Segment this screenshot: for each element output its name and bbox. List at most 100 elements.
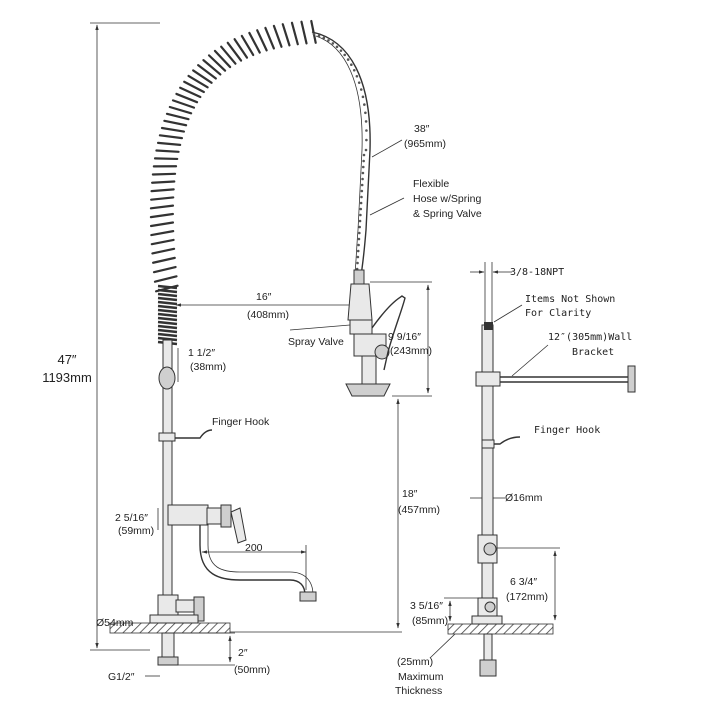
- hose-texture-dot: [356, 75, 359, 78]
- hose-texture-dot: [362, 96, 365, 99]
- hose-texture-dot: [353, 69, 356, 72]
- hose-desc-line1: Flexible: [413, 178, 449, 190]
- lower-spring-turn: [158, 298, 177, 300]
- lower-spring-turn: [158, 306, 177, 308]
- shank-dimension: [175, 633, 235, 665]
- spring-coil-turn: [167, 114, 189, 119]
- deck-mount-base: [150, 595, 204, 623]
- inlet-height-in: 6 3/4″: [510, 576, 537, 588]
- bracket-label-line2: Bracket: [572, 347, 614, 358]
- faucet-height-in: 2 5/16″: [115, 512, 148, 524]
- reach-in-label: 16″: [256, 291, 272, 303]
- finger-hook-label: Finger Hook: [212, 416, 270, 428]
- hose-texture-dot: [318, 34, 321, 37]
- reach-mm-label: (408mm): [247, 309, 289, 321]
- hose-texture-dot: [350, 63, 353, 66]
- base-height-in: 3 5/16″: [410, 600, 443, 612]
- spring-coil-turn: [164, 121, 186, 125]
- not-shown-line2: For Clarity: [525, 308, 591, 319]
- hose-texture-dot: [359, 214, 362, 217]
- mounting-shank: [162, 633, 174, 657]
- spring-coil-turn: [151, 197, 173, 199]
- offset-in-label: 1 1/2″: [188, 347, 215, 359]
- hose-texture-dot: [358, 232, 361, 235]
- hose-texture-dot: [358, 226, 361, 229]
- faucet-height-mm: (59mm): [118, 525, 154, 537]
- spring-coil-turn: [153, 174, 175, 175]
- spring-coil-turn: [160, 135, 182, 138]
- hose-texture-dot: [365, 129, 368, 132]
- hose-texture-dot: [363, 103, 366, 106]
- spring-coil-turn: [151, 206, 173, 209]
- faucet-body: [168, 505, 246, 543]
- hose-desc-line2: Hose w/Spring: [413, 193, 481, 205]
- hose-texture-dot: [362, 166, 365, 169]
- lower-spring-turn: [158, 314, 177, 316]
- spring-coil-turn: [151, 222, 173, 226]
- hose-texture-dot: [357, 256, 360, 259]
- deck-label-line1: Maximum: [398, 671, 444, 683]
- hose-texture-dot: [360, 196, 363, 199]
- shank-nut: [158, 657, 178, 665]
- hose-texture-dot: [336, 45, 339, 48]
- offset-mm-label: (38mm): [190, 361, 226, 373]
- overall-height-dimension: [90, 23, 160, 650]
- lower-spring-turn: [158, 322, 177, 324]
- lower-spring-turn: [158, 294, 177, 296]
- spring-coil-turn: [170, 107, 191, 113]
- hose-texture-dot: [332, 42, 335, 45]
- spout: [200, 525, 305, 595]
- spring-coil-turn: [301, 22, 306, 44]
- hose-texture-dot: [358, 238, 361, 241]
- hose-texture-dot: [340, 49, 343, 52]
- side-top-band: [484, 322, 493, 330]
- lower-spring-turn: [158, 302, 177, 304]
- hose-texture-dot: [365, 139, 368, 142]
- bracket-label-line1: 12″(305mm)Wall: [548, 332, 632, 343]
- spring-coil-turn: [153, 258, 175, 263]
- inlet-thread-label: 3/8-18NPT: [510, 267, 564, 278]
- deck-thickness-mm: (25mm): [397, 656, 433, 668]
- hose-texture-dot: [362, 160, 365, 163]
- lower-spring-turn: [158, 326, 177, 328]
- lower-spring-turn: [158, 310, 177, 312]
- spring-coil-turn: [154, 267, 176, 272]
- spring-coil-turn: [151, 231, 173, 235]
- lower-spring-turn: [158, 330, 177, 332]
- side-counter-deck: [448, 624, 553, 634]
- spring-coil: [151, 21, 316, 291]
- inlet-height-mm: (172mm): [506, 591, 548, 603]
- spray-valve-label: Spray Valve: [288, 336, 344, 348]
- hose-texture-dot: [361, 190, 364, 193]
- spout-aerator: [300, 592, 316, 601]
- hose-texture-dot: [365, 120, 368, 123]
- hose-texture-dot: [343, 54, 346, 57]
- clearance-in-label: 18″: [402, 488, 418, 500]
- shank-in-label: 2″: [238, 647, 248, 659]
- wall-bracket: [476, 366, 635, 392]
- spring-coil-turn: [156, 151, 178, 152]
- hose-texture-dot: [356, 262, 359, 265]
- spring-coil-turn: [155, 158, 177, 159]
- hose-desc-line3: & Spring Valve: [413, 208, 482, 220]
- hose-texture-dot: [347, 58, 350, 61]
- hose-texture-dot: [360, 202, 363, 205]
- side-finger-hook-label: Finger Hook: [534, 425, 600, 436]
- spring-coil-turn: [257, 30, 266, 50]
- post-joint: [159, 367, 175, 389]
- hose-texture-dot: [359, 208, 362, 211]
- hose-texture-dot: [357, 244, 360, 247]
- not-shown-line1: Items Not Shown: [525, 294, 615, 305]
- hose-texture-dot: [359, 220, 362, 223]
- base-diameter-label: Ø54mm: [96, 617, 134, 629]
- hose-texture-dot: [364, 111, 367, 114]
- post-diameter-label: Ø16mm: [505, 492, 543, 504]
- hose-texture-dot: [365, 149, 368, 152]
- spring-coil-turn: [292, 23, 298, 44]
- spring-coil-turn: [173, 100, 194, 107]
- spring-coil-turn: [152, 249, 174, 254]
- hose-texture-dot: [323, 37, 326, 40]
- hose-length-in: 38″: [414, 123, 430, 135]
- hose-texture-dot: [361, 178, 364, 181]
- height-in-label: 47″: [57, 352, 76, 367]
